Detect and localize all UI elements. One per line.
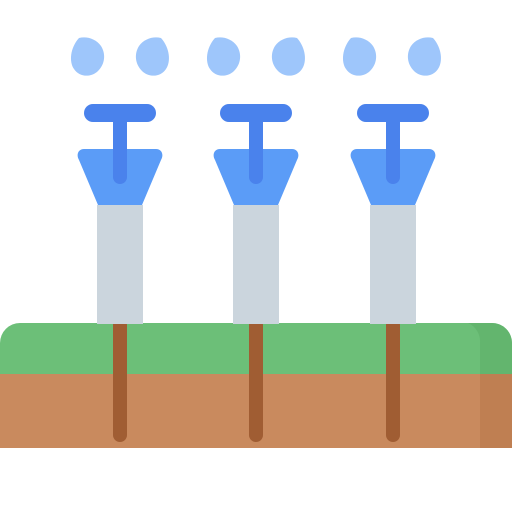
tee-stem (113, 108, 127, 184)
root-pipe (249, 318, 263, 442)
grass-shade (468, 323, 512, 374)
sprinkler-2 (207, 37, 305, 442)
sprinkler-1 (71, 37, 169, 442)
pipe-body (97, 205, 143, 324)
water-drop-icon (407, 37, 441, 76)
root-pipe (386, 318, 400, 442)
water-drop-icon (135, 37, 169, 76)
root-pipe (113, 318, 127, 442)
tee-bar (84, 104, 156, 122)
soil-shade (480, 370, 512, 448)
water-drop-icon (343, 37, 377, 76)
water-drop-icon (207, 37, 241, 76)
pipe-body (370, 205, 416, 324)
tee-bar (357, 104, 429, 122)
pipe-body (233, 205, 279, 324)
tee-stem (249, 108, 263, 184)
tee-bar (220, 104, 292, 122)
water-drop-icon (271, 37, 305, 76)
sprinkler-3 (343, 37, 441, 442)
tee-stem (386, 108, 400, 184)
water-drop-icon (71, 37, 105, 76)
